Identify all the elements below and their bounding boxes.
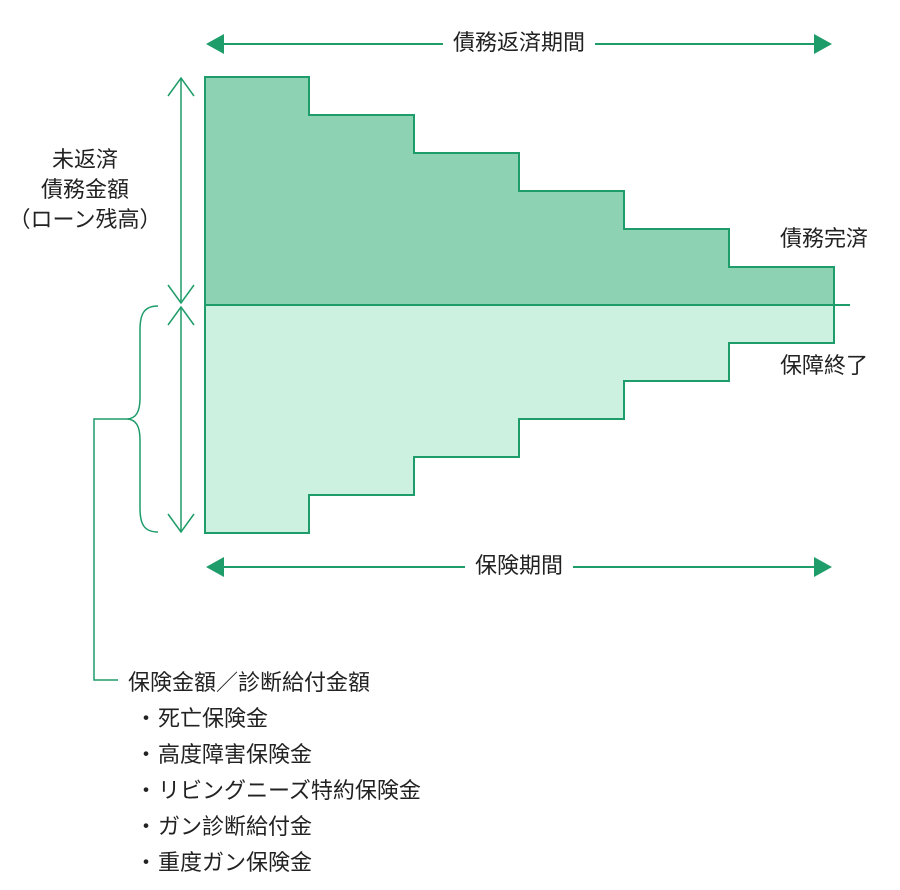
arrow-right-icon (814, 557, 832, 577)
list-item-label: ガン診断給付金 (158, 815, 313, 840)
list-item: ・リビングニーズ特約保険金 (128, 774, 421, 810)
list-item: ・高度障害保険金 (128, 738, 421, 774)
unpaid-debt-label-line: 未返済 (51, 148, 118, 173)
list-item-label: 死亡保険金 (158, 707, 269, 732)
arrow-up-icon (167, 76, 195, 97)
arrow-up-icon (167, 305, 195, 326)
list-item: ・重度ガン保険金 (128, 846, 421, 882)
unpaid-debt-label-line: （ローン残高） (8, 208, 162, 233)
unpaid-debt-label-line: 債務金額 (40, 178, 129, 203)
coverage-list: 保険金額／診断給付金額 ・死亡保険金 ・高度障害保険金 ・リビングニーズ特約保険… (128, 666, 421, 882)
coverage-height-arrow (167, 305, 195, 534)
bullet: ・ (134, 851, 157, 876)
insurance-period-label: 保険期間 (464, 556, 574, 578)
debt-completed-label: 債務完済 (780, 227, 869, 252)
bullet: ・ (134, 707, 157, 732)
arrow-left-icon (206, 34, 224, 54)
list-item: ・ガン診断給付金 (128, 810, 421, 846)
coverage-list-title: 保険金額／診断給付金額 (128, 671, 371, 696)
unpaid-debt-label: 未返済 債務金額 （ローン残高） (0, 146, 170, 236)
bullet: ・ (134, 743, 157, 768)
arrow-down-icon (167, 284, 195, 305)
bullet: ・ (134, 815, 157, 840)
debt-repayment-period-label: 債務返済期間 (442, 33, 596, 55)
list-item-label: 高度障害保険金 (158, 743, 313, 768)
debt-height-arrow (167, 76, 195, 305)
arrow-right-icon (814, 34, 832, 54)
coverage-amount-area (204, 304, 835, 534)
arrow-left-icon (206, 557, 224, 577)
coverage-end-label: 保障終了 (780, 354, 869, 379)
list-item-label: 重度ガン保険金 (158, 851, 313, 876)
coverage-connector (93, 418, 126, 681)
list-item-label: リビングニーズ特約保険金 (158, 779, 421, 804)
debt-balance-area (204, 76, 835, 306)
arrow-down-icon (167, 513, 195, 534)
bullet: ・ (134, 779, 157, 804)
coverage-brace (125, 305, 159, 533)
list-item: ・死亡保険金 (128, 702, 421, 738)
